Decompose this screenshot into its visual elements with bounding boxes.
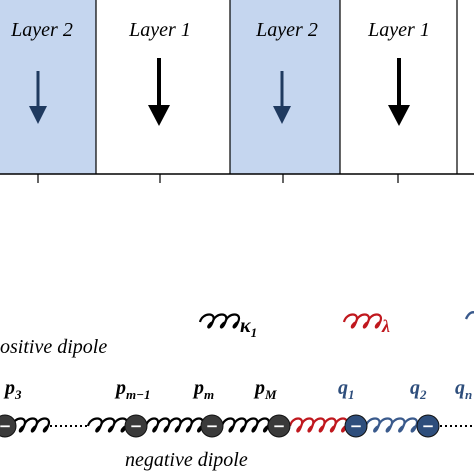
spring-black (144, 417, 204, 433)
chain: −−−−−− (0, 414, 474, 438)
chain-label-pm-1: pm−1 (114, 377, 151, 402)
spring-black (10, 417, 51, 433)
layer-panel-3-shaded (230, 0, 340, 174)
down-arrow-icon (29, 71, 47, 124)
spring-red (288, 417, 348, 433)
legend-spring (198, 313, 241, 329)
layer-panels: Layer 2 Layer 1 Layer 2 Layer 1 (0, 0, 474, 183)
negative-dipole-label: negative dipole (125, 449, 248, 471)
down-arrow-icon (388, 58, 410, 126)
layer-label: Layer 2 (255, 19, 318, 41)
layer-label: Layer 1 (367, 19, 430, 41)
legend: κ1 λ (198, 311, 474, 340)
bead-q2: − (416, 414, 440, 438)
down-arrow-icon (148, 58, 170, 126)
charge-sign: − (350, 417, 363, 435)
layer-label: Layer 1 (128, 19, 191, 41)
charge-sign: − (206, 417, 219, 435)
charge-sign: − (130, 417, 143, 435)
spring-icon-blue-partial (464, 311, 474, 320)
down-arrow-icon (273, 71, 291, 124)
spring-blue (364, 417, 419, 433)
charge-sign: − (0, 417, 11, 435)
chain-label-pm: pm (192, 377, 214, 402)
legend-kappa-label: κ1 (240, 315, 257, 340)
layer-panel-1-shaded (0, 0, 96, 174)
spring-black (86, 417, 129, 433)
chain-label-p3: p3 (3, 377, 22, 402)
chain-label-pM: pM (253, 377, 277, 402)
charge-sign: − (273, 417, 286, 435)
spring-black (220, 417, 271, 433)
spring-icon-red (342, 313, 383, 329)
positive-dipole-label: ositive dipole (0, 336, 107, 358)
spring-icon-black (198, 313, 241, 329)
charge-sign: − (422, 417, 435, 435)
chain-labels: p3 pm−1 pm pM q1 q2 qn (3, 377, 472, 402)
legend-lambda-label: λ (381, 316, 390, 336)
chain-label-q1: q1 (338, 377, 355, 402)
bead-q1: − (344, 414, 368, 438)
layer-label: Layer 2 (10, 19, 73, 41)
bead-p3: − (0, 414, 17, 438)
bead-pm: − (200, 414, 224, 438)
bead-pM: − (267, 414, 291, 438)
chain-label-q2: q2 (410, 377, 427, 402)
legend-spring (342, 313, 383, 329)
axis-ticks (37, 174, 399, 183)
chain-label-qn: qn (455, 377, 472, 402)
bead-pm-1: − (124, 414, 148, 438)
